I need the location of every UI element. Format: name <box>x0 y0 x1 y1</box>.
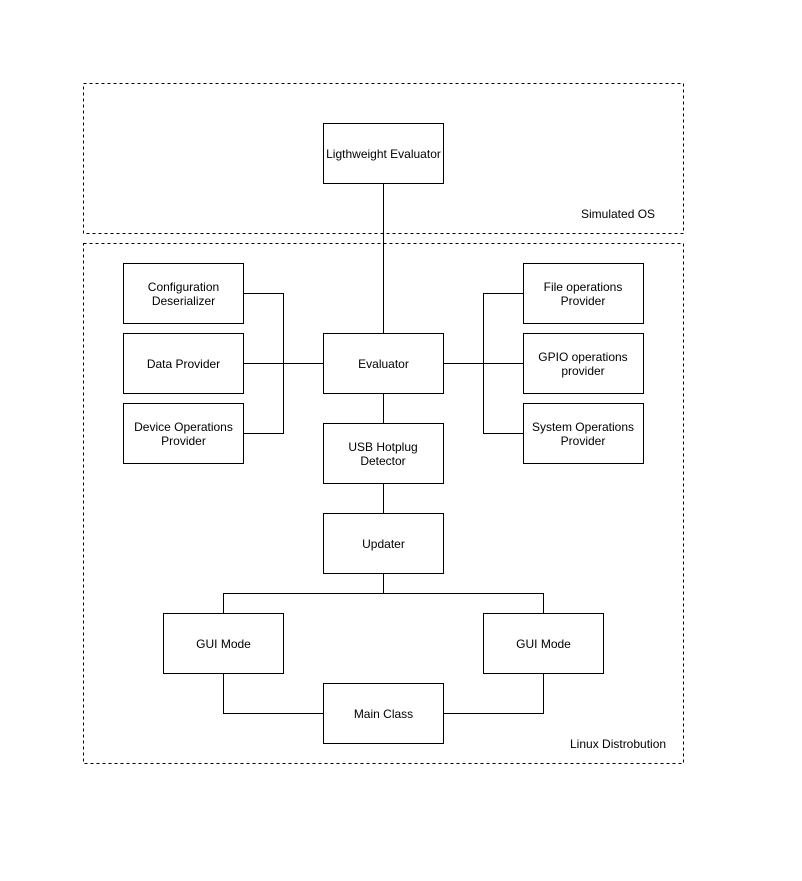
gpio-ops-provider-label: GPIO operations provider <box>538 349 628 378</box>
main-class-box <box>323 683 444 744</box>
gui-mode-left-box <box>163 613 284 674</box>
edge-updater-to-gui-modes <box>223 573 544 614</box>
gui-mode-right-label: GUI Mode <box>516 636 571 651</box>
usb-hotplug-box <box>323 423 444 484</box>
config-deserializer-box <box>123 263 244 324</box>
lightweight-evaluator-label: Ligthweight Evaluator <box>326 146 441 161</box>
simulated-os-label: Simulated OS <box>581 207 656 221</box>
device-ops-provider-label: Device Operations Provider <box>134 419 233 448</box>
device-ops-provider-box <box>123 403 244 464</box>
evaluator-label: Evaluator <box>358 356 409 371</box>
lightweight-evaluator-box <box>323 123 444 184</box>
gui-mode-left-label: GUI Mode <box>196 636 251 651</box>
updater-box <box>323 513 444 574</box>
updater-label: Updater <box>362 536 405 551</box>
system-ops-provider-label: System Operations Provider <box>531 419 635 448</box>
config-deserializer-label: Configuration Deserializer <box>147 279 220 308</box>
main-class-label: Main Class <box>353 706 414 721</box>
evaluator-box <box>323 333 444 394</box>
gpio-ops-provider-box <box>523 333 644 394</box>
usb-hotplug-label: USB Hotplug Detector <box>348 439 418 468</box>
file-ops-provider-label: File operations Provider <box>543 279 623 308</box>
edge-gui-right-to-main <box>443 673 544 714</box>
data-provider-label: Data Provider <box>146 356 221 371</box>
gui-mode-right-box <box>483 613 604 674</box>
edge-gui-left-to-main <box>223 673 324 714</box>
linux-distribution-label: Linux Distrobution <box>570 737 667 751</box>
data-provider-box <box>123 333 244 394</box>
system-ops-provider-box <box>523 403 644 464</box>
file-ops-provider-box <box>523 263 644 324</box>
